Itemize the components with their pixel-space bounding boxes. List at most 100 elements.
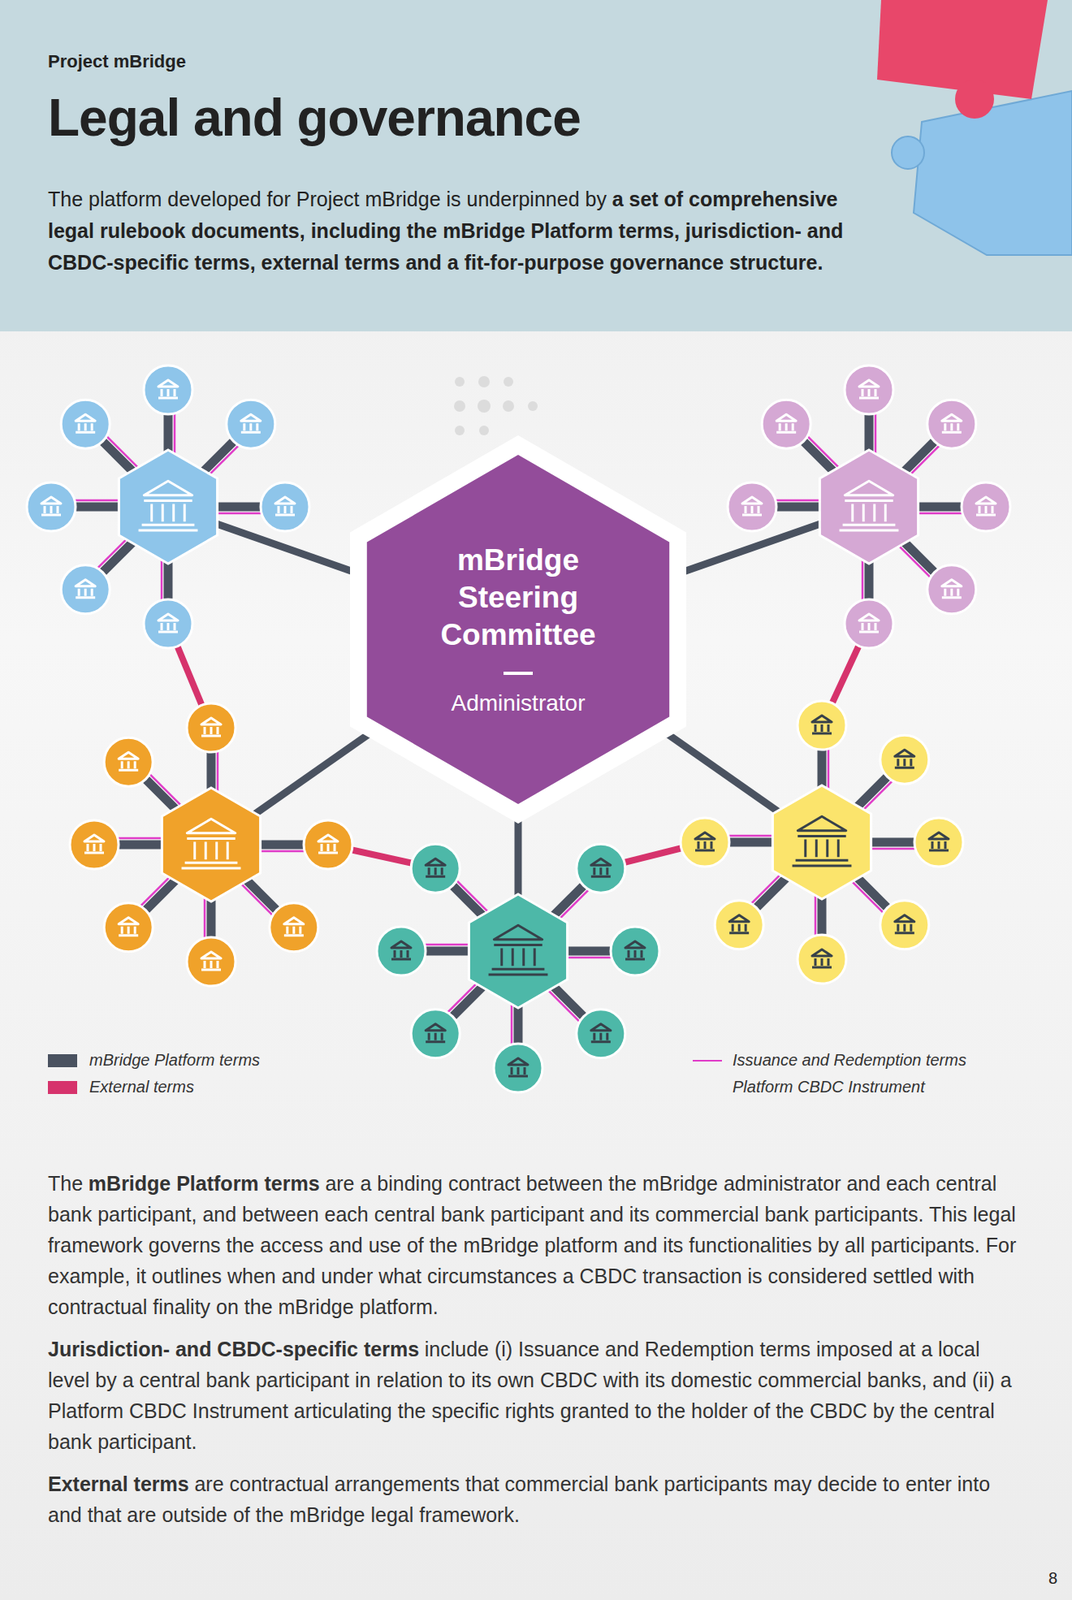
body-paragraph: External termsare contractual arrangemen…	[47, 1468, 1023, 1531]
commercial-bank-dot	[610, 926, 660, 976]
body-paragraph: ThemBridge Platform termsare a binding c…	[47, 1167, 1023, 1323]
commercial-bank-dot	[680, 817, 730, 867]
intro-paragraph: The platform developed for Project mBrid…	[47, 183, 877, 279]
bank-icon	[695, 832, 715, 851]
commercial-bank-dot	[186, 937, 236, 986]
bank-icon	[41, 497, 61, 515]
bank-icon	[942, 579, 962, 598]
bank-icon	[976, 497, 996, 515]
bank-icon	[201, 951, 221, 970]
bank-icon	[201, 717, 221, 736]
bold-text: External terms	[47, 1472, 190, 1496]
node-subtitle: Administrator	[412, 689, 624, 718]
bank-icon	[776, 414, 796, 433]
commercial-bank-dot	[880, 734, 930, 784]
bank-icon	[729, 915, 749, 934]
central-bank-hexagon	[161, 787, 260, 902]
page-number-box: 8	[1024, 1567, 1058, 1589]
bank-icon	[859, 380, 879, 398]
commercial-bank-dot	[260, 482, 310, 532]
commercial-bank-dot	[143, 365, 193, 415]
bank-icon	[942, 414, 962, 433]
bank-icon	[859, 613, 879, 632]
hexagon-border	[350, 435, 687, 824]
steering-committee-hexagon: mBridge Steering CommitteeAdministrator	[343, 434, 693, 825]
central-bank-cluster	[69, 703, 353, 986]
commercial-bank-dot	[761, 399, 811, 449]
hexagon-fill	[367, 454, 670, 804]
commercial-bank-dot	[493, 1043, 543, 1093]
bank-icon	[118, 917, 139, 936]
central-bank-hexagon	[118, 449, 217, 564]
bank-icon	[425, 1024, 446, 1042]
bank-icon	[75, 579, 96, 598]
header-band	[0, 0, 1072, 332]
body-paragraph: Jurisdiction- and CBDC-specific termsinc…	[47, 1333, 1023, 1457]
central-bank-cluster	[727, 365, 1011, 649]
page-title: Legal and governance	[47, 87, 581, 148]
commercial-bank-dot	[727, 482, 777, 532]
commercial-bank-dot	[844, 599, 894, 649]
body-text-run: are contractual arrangements that commer…	[47, 1472, 990, 1526]
body-text-run: The	[47, 1171, 83, 1195]
commercial-bank-dot	[103, 737, 153, 787]
legend-swatch	[47, 1080, 78, 1094]
bank-icon	[894, 749, 915, 768]
body-text: ThemBridge Platform termsare a binding c…	[47, 1167, 1023, 1542]
commercial-bank-dot	[303, 820, 353, 869]
bank-icon	[425, 858, 446, 877]
commercial-bank-dot	[143, 599, 193, 649]
commercial-bank-dot	[961, 482, 1011, 532]
commercial-bank-dot	[226, 399, 276, 449]
legend-text: Platform CBDC Instrument	[732, 1076, 926, 1098]
commercial-bank-dot	[797, 700, 847, 750]
bank-icon	[118, 752, 139, 770]
bank-icon	[591, 1024, 611, 1042]
commercial-bank-dot	[60, 399, 110, 449]
central-bank-hexagon	[819, 449, 918, 564]
bank-icon	[158, 613, 178, 632]
bank-icon	[158, 380, 178, 398]
legend-text: Issuance and Redemption terms	[732, 1049, 967, 1071]
commercial-bank-dot	[60, 565, 110, 614]
bank-icon	[284, 917, 304, 936]
commercial-bank-dot	[576, 843, 626, 893]
bank-icon	[241, 414, 261, 433]
commercial-bank-dot	[927, 399, 977, 449]
central-bank-cluster	[376, 843, 660, 1093]
commercial-bank-dot	[797, 934, 847, 984]
legend-text: mBridge Platform terms	[89, 1049, 260, 1071]
central-bank-cluster	[26, 365, 310, 649]
commercial-bank-dot	[844, 365, 894, 415]
bold-text: Project mBridge	[47, 51, 186, 72]
bank-icon	[391, 941, 411, 960]
bank-icon	[488, 925, 549, 975]
puzzle-piece-blue	[913, 90, 1072, 256]
bank-icon	[839, 480, 900, 531]
central-bank-hexagon	[772, 785, 871, 900]
bank-icon	[508, 1058, 528, 1077]
commercial-bank-dot	[914, 817, 964, 867]
bank-icon	[894, 915, 915, 934]
body-text-run: The platform developed for Project mBrid…	[47, 187, 607, 211]
bank-icon	[275, 497, 295, 515]
bank-icon	[75, 414, 96, 433]
bank-icon	[625, 941, 645, 960]
legend-text: External terms	[89, 1076, 195, 1098]
bank-icon	[138, 480, 199, 531]
bank-icon	[929, 832, 949, 851]
commercial-bank-dot	[410, 1009, 460, 1059]
commercial-bank-dot	[576, 1009, 626, 1059]
bank-icon	[812, 715, 832, 734]
node-content: mBridge Steering CommitteeAdministrator	[343, 434, 693, 825]
puzzle-pieces	[877, 0, 1072, 256]
node-heading: mBridge Steering Committee	[412, 541, 624, 690]
commercial-bank-dot	[269, 903, 319, 952]
dot-texture	[453, 376, 538, 436]
commercial-bank-dot	[69, 820, 119, 869]
bank-icon	[792, 816, 852, 866]
central-bank-cluster	[680, 700, 964, 984]
